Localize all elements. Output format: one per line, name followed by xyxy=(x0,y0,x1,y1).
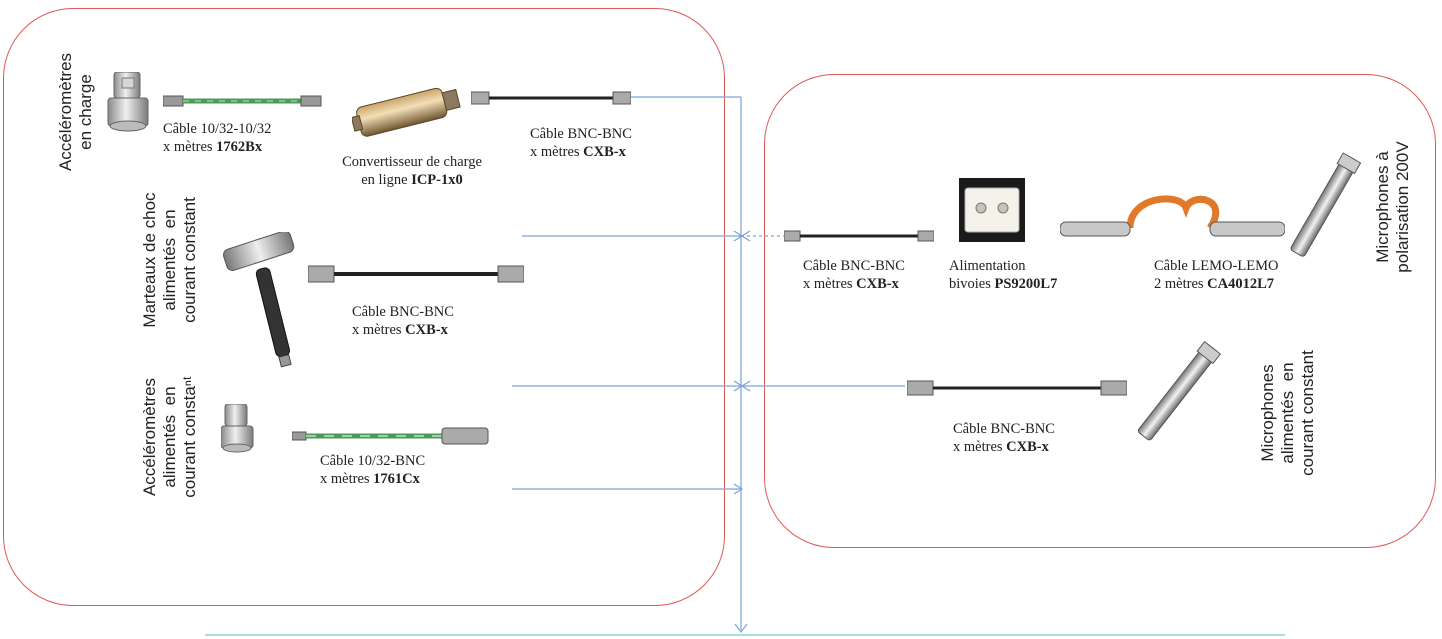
accel-icp-label: Accéléromètres alimentés en courant cons… xyxy=(140,376,199,498)
cable-bnc-mid-icon xyxy=(308,265,524,283)
charge-converter-icon xyxy=(352,87,461,137)
cable-bnc-a-icon xyxy=(784,230,934,242)
power-supply-label: Alimentation bivoies PS9200L7 xyxy=(949,258,1058,292)
wire-right-a-arrow xyxy=(740,230,751,242)
wire-cable1761-arrow xyxy=(733,483,744,495)
mic-pol-label: Microphones à polarisation 200V xyxy=(1373,141,1412,273)
accelerometer-charge-icon xyxy=(107,72,149,132)
cable-1032-bnc-icon xyxy=(292,427,489,445)
accelerometer-icp-icon xyxy=(221,404,254,453)
microphone-polarised-icon xyxy=(1290,152,1362,257)
microphone-icp-icon xyxy=(1137,341,1222,441)
cable-bnc-b-label: Câble BNC-BNC x mètres CXB-x xyxy=(953,421,1055,455)
cable-lemo-icon xyxy=(1060,195,1285,237)
right-group-box xyxy=(764,74,1436,548)
cable-1032-bnc-label: Câble 10/32-BNC x mètres 1761Cx xyxy=(320,453,426,487)
cable-bnc-top-icon xyxy=(471,91,631,105)
cable-1032-label: Câble 10/32-10/32 x mètres 1762Bx xyxy=(163,121,272,155)
cable-bnc-mid-label: Câble BNC-BNC x mètres CXB-x xyxy=(352,304,454,338)
mic-icp-label: Microphones alimentés en courant constan… xyxy=(1258,350,1317,476)
wire-right-b-arrow xyxy=(740,380,751,392)
cable-1032-icon xyxy=(163,95,322,107)
cable-bnc-b-icon xyxy=(907,380,1127,396)
impact-hammer-icon xyxy=(223,232,295,368)
hammer-label: Marteaux de choc alimentés en courant co… xyxy=(140,192,199,328)
power-supply-icon xyxy=(959,178,1025,242)
wire-bottom-arrow xyxy=(734,623,748,633)
accel-charge-label: Accéléromètres en charge xyxy=(56,52,95,172)
cable-bnc-a-label: Câble BNC-BNC x mètres CXB-x xyxy=(803,258,905,292)
left-group-box xyxy=(3,8,725,606)
cable-bnc-top-label: Câble BNC-BNC x mètres CXB-x xyxy=(530,126,632,160)
cable-lemo-label: Câble LEMO-LEMO 2 mètres CA4012L7 xyxy=(1154,258,1279,292)
converter-label: Convertisseur de charge en ligne ICP-1x0 xyxy=(342,154,482,188)
